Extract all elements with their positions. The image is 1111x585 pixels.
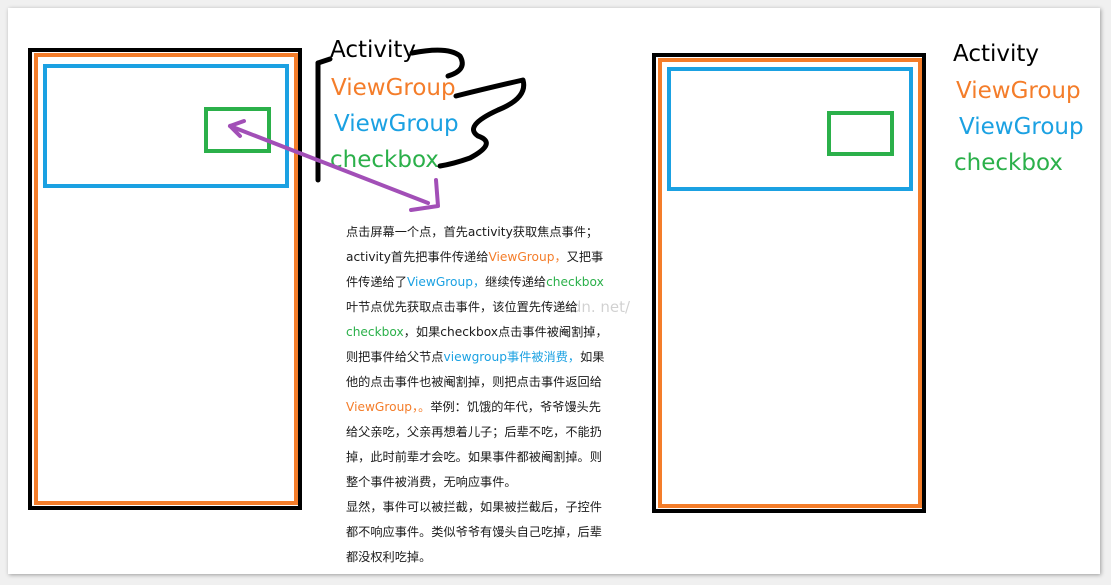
- purple-arrow-head-start: [228, 119, 246, 138]
- label-checkbox-right: checkbox: [954, 150, 1063, 176]
- desc-line: 件传递给了ViewGroup，继续传递给checkbox: [346, 275, 604, 289]
- desc-line: activity首先把事件传递给ViewGroup，又把事: [346, 250, 604, 264]
- viewgroup-outer-box-left: [34, 53, 298, 505]
- desc-line: 都不响应事件。类似爷爷有馒头自己吃掉，后辈: [346, 525, 602, 539]
- desc-line: 他的点击事件也被阉割掉，则把点击事件返回给: [346, 375, 602, 389]
- desc-line: 都没权利吃掉。: [346, 550, 432, 564]
- squiggle-stroke-1: [315, 56, 333, 66]
- label-activity-left: Activity: [330, 37, 417, 63]
- desc-line: 整个事件被消费，无响应事件。: [346, 475, 517, 489]
- purple-arrow-line: [228, 124, 430, 205]
- desc-line: checkbox，如果checkbox点击事件被阉割掉，: [346, 325, 608, 339]
- checkbox-box-left: [204, 107, 271, 153]
- label-viewgroup-outer-left: ViewGroup: [331, 75, 456, 101]
- activity-box-right: [652, 53, 926, 513]
- desc-line: 显然，事件可以被拦截，如果被拦截后，子控件: [346, 500, 602, 514]
- viewgroup-outer-box-right: [658, 58, 922, 508]
- diagram-canvas: Activity ViewGroup ViewGroup checkbox 点击…: [8, 8, 1100, 574]
- annotation-strokes: [228, 47, 527, 212]
- desc-line: 给父亲吃，父亲再想着儿子；后辈不吃，不能扔: [346, 425, 602, 439]
- label-activity-right: Activity: [953, 41, 1040, 67]
- desc-line: 点击屏幕一个点，首先activity获取焦点事件；: [346, 225, 599, 239]
- label-viewgroup-inner-right: ViewGroup: [959, 114, 1084, 140]
- desc-line: ViewGroup，。举例：饥饿的年代，爷爷馒头先: [346, 400, 601, 414]
- activity-box-left: [28, 48, 302, 510]
- squiggle-stroke-3: [437, 77, 527, 169]
- purple-arrow-head-end: [409, 178, 440, 212]
- desc-line: 掉，此时前辈才会吃。如果事件都被阉割掉。则: [346, 450, 602, 464]
- checkbox-box-right: [827, 111, 894, 156]
- event-dispatch-description: 点击屏幕一个点，首先activity获取焦点事件； activity首先把事件传…: [346, 220, 628, 570]
- label-viewgroup-outer-right: ViewGroup: [956, 78, 1081, 104]
- squiggle-stroke-2: [409, 47, 465, 79]
- desc-line: 叶节点优先获取点击事件，该位置先传递给: [346, 300, 578, 314]
- label-checkbox-left: checkbox: [330, 147, 439, 173]
- viewgroup-inner-box-left: [43, 64, 289, 188]
- label-viewgroup-inner-left: ViewGroup: [334, 111, 459, 137]
- viewgroup-inner-box-right: [667, 67, 913, 191]
- desc-line: 则把事件给父节点viewgroup事件被消费，如果: [346, 350, 605, 364]
